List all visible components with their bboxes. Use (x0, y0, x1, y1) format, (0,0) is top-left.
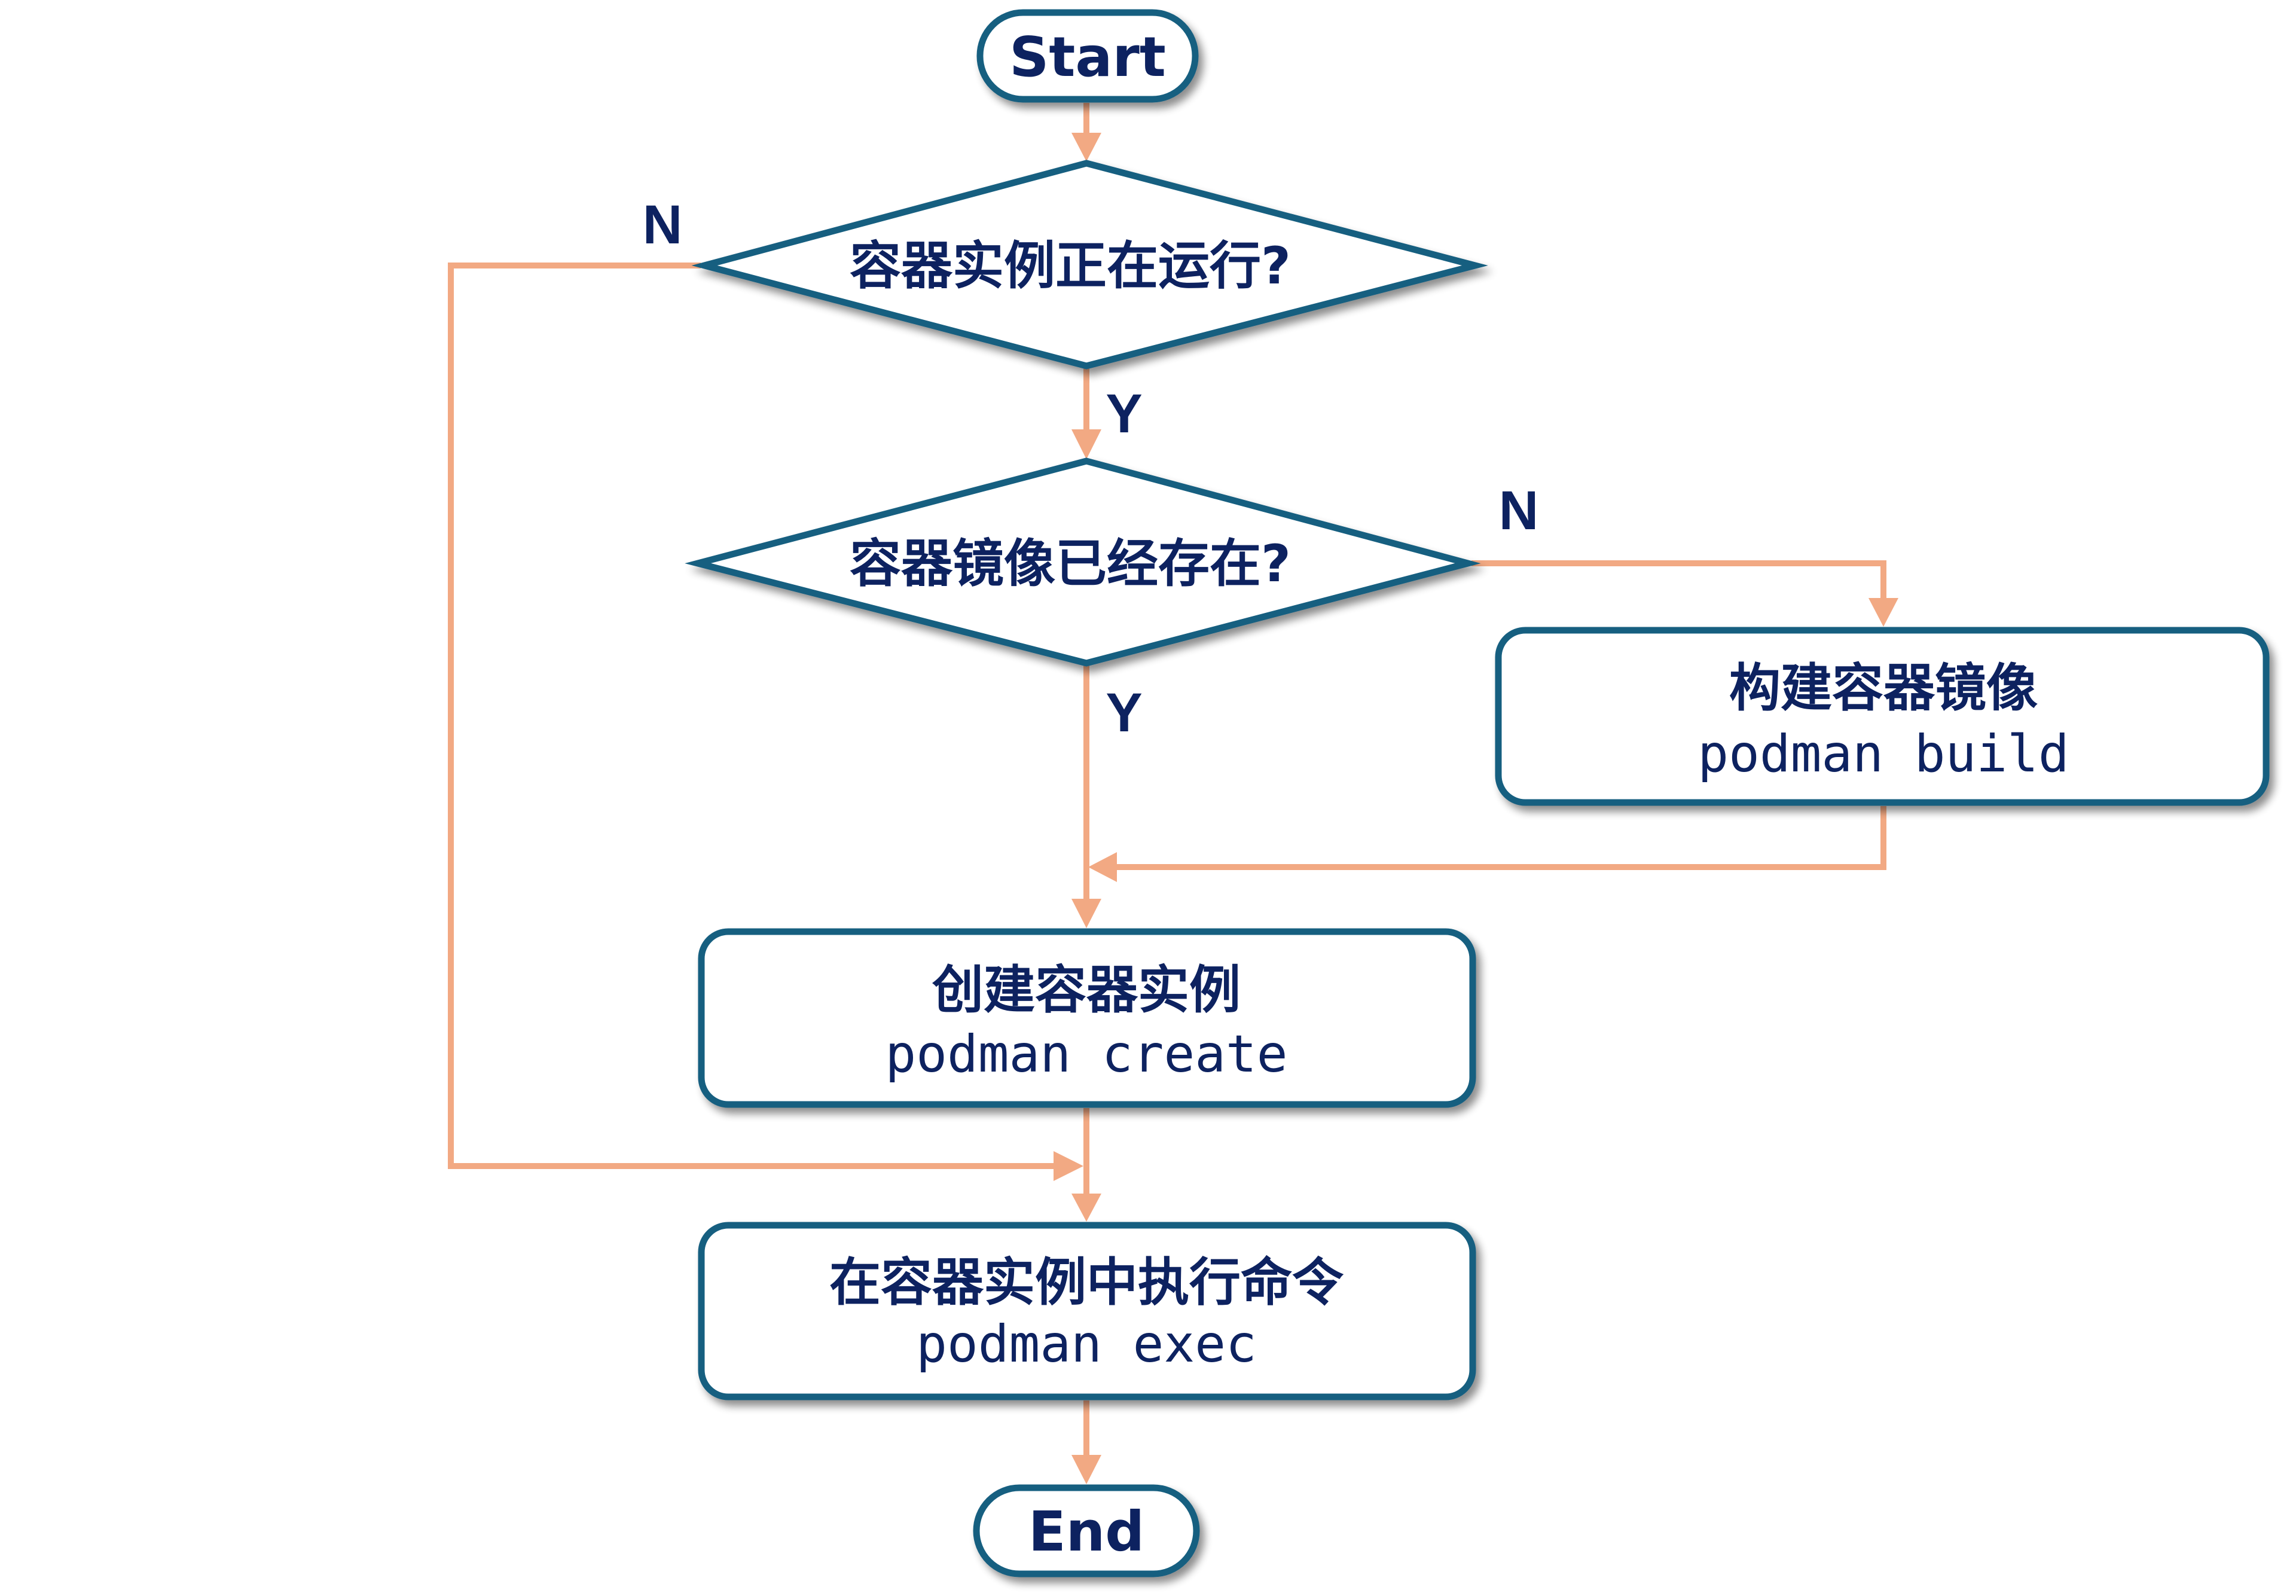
node-create-instance-command: podman create (885, 1024, 1287, 1084)
edge-running-no (448, 263, 1055, 1169)
node-start: Start (976, 9, 1199, 103)
arrowhead-down-icon (1071, 429, 1101, 459)
arrowhead-down-icon (1071, 133, 1101, 161)
arrowhead-down-icon (1868, 598, 1898, 627)
node-build-image-label: 构建容器镜像 (1729, 658, 2038, 718)
node-end-label: End (1028, 1500, 1144, 1564)
node-decision-running-label: 容器实例正在运行? (850, 236, 1291, 296)
node-decision-running: 容器实例正在运行? (691, 160, 1488, 370)
node-exec-command: 在容器实例中执行命令 podman exec (698, 1222, 1476, 1400)
arrowhead-down-icon (1071, 1455, 1101, 1484)
arrowhead-right-icon (1054, 1151, 1083, 1181)
edge-image-exists-no (1471, 560, 1886, 599)
node-start-label: Start (1009, 25, 1166, 89)
branch-label-image-exists-yes: Y (1106, 682, 1142, 743)
node-decision-image-exists: 容器镜像已经存在? (685, 457, 1481, 667)
arrowhead-down-icon (1071, 899, 1101, 928)
branch-label-running-yes: Y (1106, 383, 1142, 444)
edges (448, 103, 1898, 1484)
arrowhead-left-icon (1088, 852, 1117, 882)
node-exec-command-command: podman exec (916, 1314, 1257, 1374)
node-create-instance-label: 创建容器实例 (932, 960, 1241, 1020)
node-end: End (973, 1484, 1200, 1577)
node-build-image-command: podman build (1697, 724, 2069, 784)
branch-label-image-exists-no: N (1499, 480, 1538, 541)
node-create-instance: 创建容器实例 podman create (698, 928, 1476, 1108)
node-decision-image-exists-label: 容器镜像已经存在? (850, 534, 1291, 594)
arrowhead-down-icon (1071, 1194, 1101, 1222)
node-exec-command-label: 在容器实例中执行命令 (829, 1253, 1344, 1313)
branch-label-running-no: N (643, 194, 682, 255)
node-build-image: 构建容器镜像 podman build (1495, 627, 2270, 806)
edge-build-to-create (1116, 806, 1886, 870)
